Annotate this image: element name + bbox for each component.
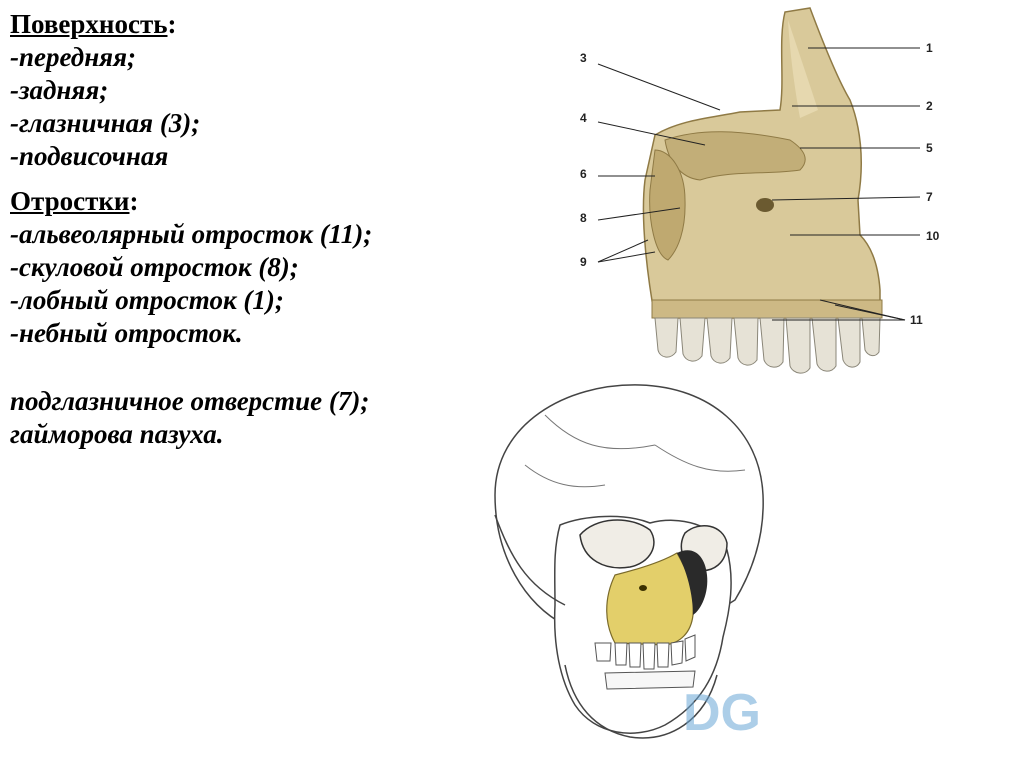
surface-item: -подвисочная: [10, 141, 169, 171]
watermark-text: DG: [683, 684, 761, 742]
figure-label-1: 1: [926, 41, 933, 55]
watermark: DG: [683, 684, 761, 742]
extra-item: гайморова пазуха.: [10, 419, 224, 449]
figure-label-2: 2: [926, 99, 933, 113]
figure-label-11: 11: [910, 313, 923, 327]
figure-label-8: 8: [580, 211, 587, 225]
skull-orbits: [579, 519, 728, 572]
skull-illustration: DG: [494, 384, 764, 742]
process-item: -лобный отросток (1);: [10, 285, 284, 315]
figure-label-9: 9: [580, 255, 587, 269]
maxilla-illustration: 1 2 3 4 5 6 7 8 9 10 11: [580, 7, 940, 374]
figure-label-7: 7: [926, 190, 933, 204]
surfaces-heading-line: Поверхность:: [10, 8, 480, 41]
processes-colon: :: [129, 186, 139, 216]
surface-item: -глазничная (3);: [10, 108, 201, 138]
process-item: -альвеолярный отросток (11);: [10, 219, 373, 249]
processes-heading: Отростки: [10, 186, 130, 216]
figure-label-6: 6: [580, 167, 587, 181]
process-item: -небный отросток.: [10, 318, 243, 348]
extra-item: подглазничное отверстие (7);: [10, 386, 370, 416]
surfaces-heading: Поверхность: [10, 9, 168, 39]
skull-teeth: [594, 634, 696, 690]
surface-item: -задняя;: [10, 75, 109, 105]
infraorbital-foramen: [639, 585, 647, 591]
surface-item: -передняя;: [10, 42, 136, 72]
maxilla-bone: [642, 7, 883, 319]
surfaces-colon: :: [167, 9, 177, 39]
figure-label-3: 3: [580, 51, 587, 65]
nasal-cavity: [677, 550, 708, 615]
figure-label-10: 10: [926, 229, 940, 243]
slide-text: Поверхность: -передняя; -задняя; -глазни…: [10, 8, 480, 451]
process-item: -скуловой отросток (8);: [10, 252, 299, 282]
skull-sutures: [524, 414, 746, 488]
figure-label-4: 4: [580, 111, 587, 125]
processes-heading-line: Отростки:: [10, 185, 480, 218]
maxilla-teeth: [654, 317, 881, 374]
label-lines: [597, 47, 921, 321]
figure-label-5: 5: [926, 141, 933, 155]
